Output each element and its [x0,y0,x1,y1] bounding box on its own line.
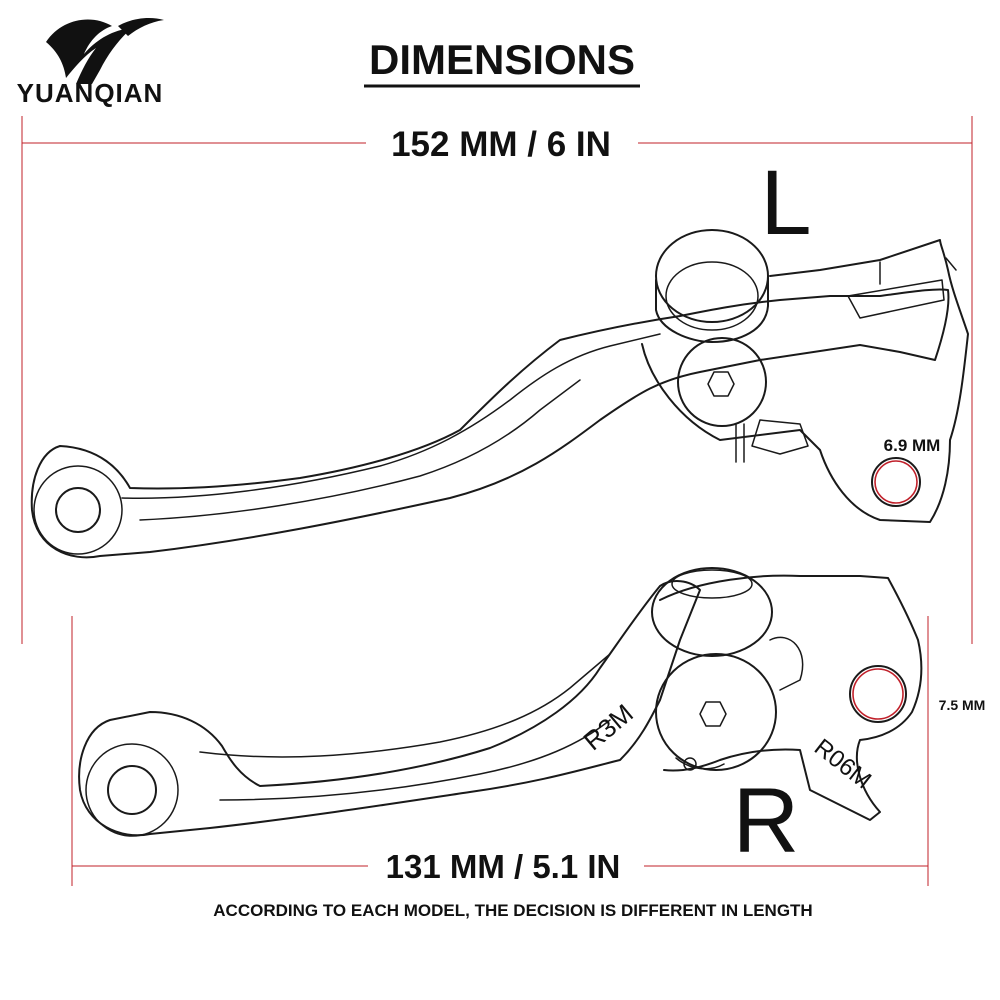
right-hole-label: 7.5 MM [939,697,986,713]
page-title: DIMENSIONS [369,36,635,83]
right-length-label: 131 MM / 5.1 IN [386,848,621,885]
left-lever-label: L [760,152,811,254]
right-lever-label: R [733,770,799,872]
left-length-label: 152 MM / 6 IN [391,125,611,164]
footer-note: ACCORDING TO EACH MODEL, THE DECISION IS… [213,901,812,920]
brand-name: YUANQIAN [17,78,164,108]
brand-logo: YUANQIAN [17,18,164,108]
yq-logo-icon [46,19,132,85]
right-lever-mark-2: R06M [809,734,876,795]
left-lever-drawing: 6.9 MM [30,229,969,559]
yq-logo-swoosh [118,18,164,36]
left-hole-label: 6.9 MM [884,436,941,455]
right-lever-mark-1: R3M [578,698,639,756]
right-length-dimension: 131 MM / 5.1 IN [71,616,929,886]
left-length-dimension: 152 MM / 6 IN [21,116,973,644]
right-lever-drawing: R3M R06M 7.5 MM [78,567,986,837]
